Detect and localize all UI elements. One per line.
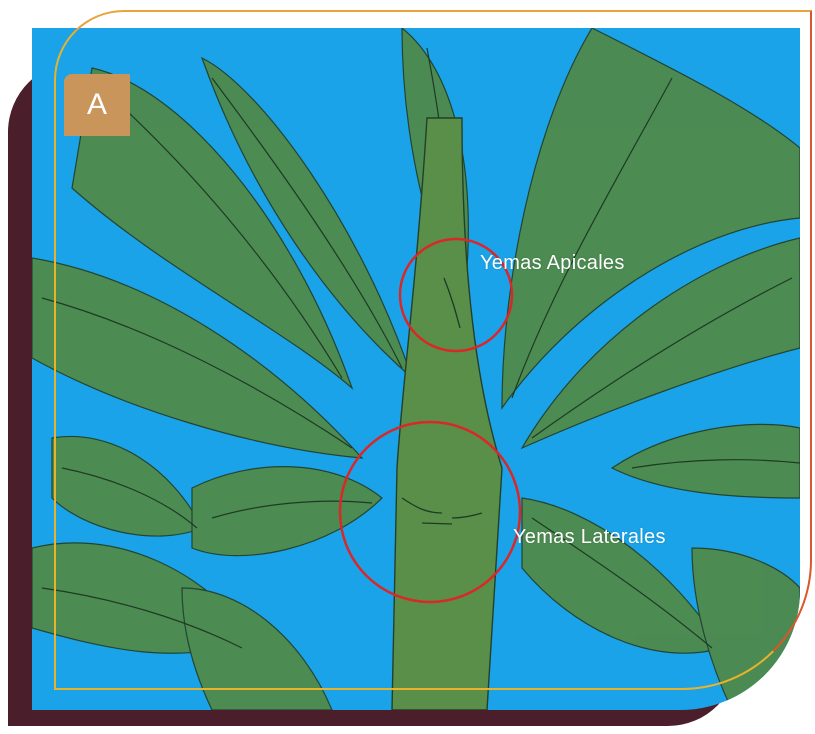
figure-badge: A [64, 74, 130, 136]
leaf-bottom-right [522, 498, 722, 653]
label-apical-buds: Yemas Apicales [480, 252, 625, 275]
leaf-center-left-lower [192, 467, 382, 556]
plant-illustration [32, 28, 800, 710]
plant-drawing [32, 28, 800, 710]
leaf-left-lower [52, 436, 202, 536]
leaf-bottom-far-right [692, 548, 800, 710]
label-lateral-buds: Yemas Laterales [513, 526, 666, 549]
leaf-bottom-center-left [182, 588, 332, 710]
main-stem [392, 118, 502, 710]
